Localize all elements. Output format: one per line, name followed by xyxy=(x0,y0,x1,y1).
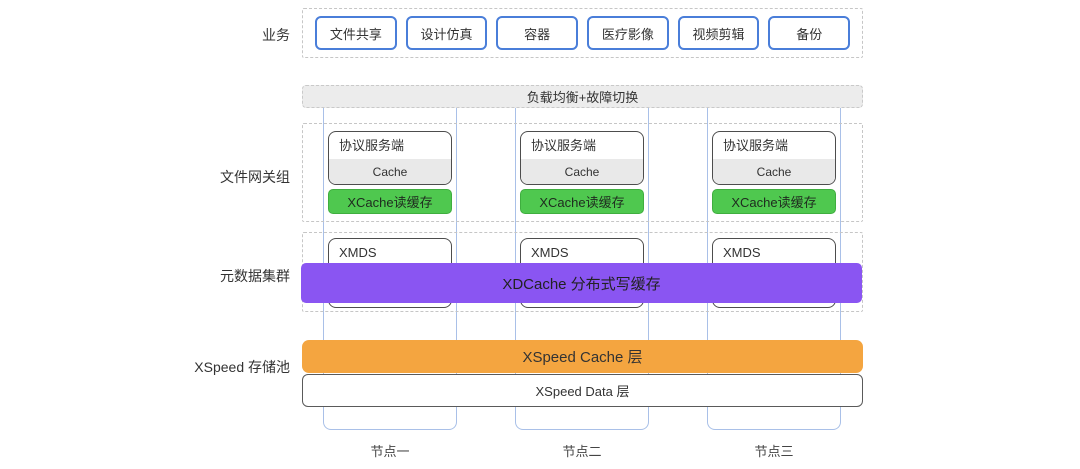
business-app-container: 容器 xyxy=(496,16,579,50)
gateway-group-section xyxy=(302,123,863,222)
protocol-server-box-node2: 协议服务端 Cache xyxy=(520,131,644,185)
label-metadata-cluster: 元数据集群 xyxy=(220,268,290,284)
xcache-read-box-node2: XCache读缓存 xyxy=(520,189,644,214)
business-app-file-sharing: 文件共享 xyxy=(315,16,397,50)
protocol-server-label: 协议服务端 xyxy=(339,138,405,153)
business-app-video-editing: 视频剪辑 xyxy=(677,16,760,50)
business-app-backup: 备份 xyxy=(768,16,851,50)
label-business: 业务 xyxy=(262,27,290,43)
cache-strip: Cache xyxy=(329,159,451,184)
xcache-read-box-node3: XCache读缓存 xyxy=(712,189,836,214)
xspeed-data-layer-bar: XSpeed Data 层 xyxy=(302,374,863,407)
business-app-design-simulation: 设计仿真 xyxy=(405,16,488,50)
xcache-read-box-node1: XCache读缓存 xyxy=(328,189,452,214)
protocol-server-label: 协议服务端 xyxy=(723,138,789,153)
protocol-server-box-node1: 协议服务端 Cache xyxy=(328,131,452,185)
cache-strip: Cache xyxy=(521,159,643,184)
load-balancer-bar: 负载均衡+故障切换 xyxy=(302,85,863,108)
xdcache-write-cache-bar: XDCache 分布式写缓存 xyxy=(301,263,862,303)
label-gateway-group: 文件网关组 xyxy=(220,169,290,185)
business-apps-container: 文件共享 设计仿真 容器 医疗影像 视频剪辑 备份 xyxy=(302,8,863,58)
label-xspeed-pool: XSpeed 存储池 xyxy=(194,359,290,375)
node-label-1: 节点一 xyxy=(370,444,410,459)
node-label-3: 节点三 xyxy=(754,444,794,459)
xspeed-cache-layer-bar: XSpeed Cache 层 xyxy=(302,340,863,373)
protocol-server-box-node3: 协议服务端 Cache xyxy=(712,131,836,185)
cache-strip: Cache xyxy=(713,159,835,184)
node-label-2: 节点二 xyxy=(562,444,602,459)
protocol-server-label: 协议服务端 xyxy=(531,138,597,153)
business-app-medical-imaging: 医疗影像 xyxy=(587,16,669,50)
